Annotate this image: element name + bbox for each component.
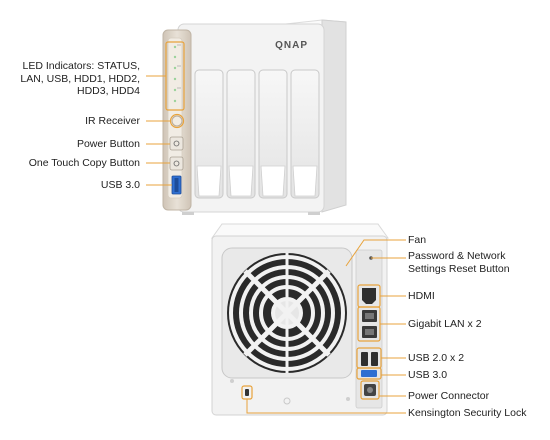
power-highlight: [360, 380, 380, 400]
hdmi-label: HDMI: [408, 290, 435, 302]
led-indicators-label: LED Indicators: STATUS, LAN, USB, HDD1, …: [0, 60, 140, 98]
power-button-label: Power Button: [76, 138, 140, 150]
drive-bays: [194, 69, 320, 199]
rear-usb3-port: [361, 370, 377, 377]
ir-highlight: [169, 113, 185, 129]
ir-receiver-label: IR Receiver: [85, 115, 140, 127]
kensington-lock-label: Kensington Security Lock: [408, 407, 527, 419]
reset-button-label: Password & Network Settings Reset Button: [408, 250, 548, 275]
usb2-port-2: [371, 352, 378, 366]
drive-bay-2: [226, 69, 256, 199]
fan-label: Fan: [408, 234, 427, 246]
drive-bay-4: [290, 69, 320, 199]
front-usb3-label: USB 3.0: [100, 179, 140, 191]
gigabit-lan-label: Gigabit LAN x 2: [408, 318, 482, 330]
brand-logo: QNAP: [275, 40, 308, 51]
power-button-shape: [169, 136, 184, 151]
usb2-port-1: [361, 352, 368, 366]
copy-button-label: One Touch Copy Button: [28, 157, 140, 169]
led-label-line-1: LED Indicators: STATUS,: [22, 60, 140, 72]
reset-label-line-2: Settings Reset Button: [408, 262, 510, 275]
power-connector-label: Power Connector: [408, 390, 490, 402]
ir-receiver: [171, 115, 183, 127]
rear-callouts: [246, 239, 406, 414]
drive-bay-3: [258, 69, 288, 199]
reset-label-line-1: Password & Network: [408, 250, 506, 262]
led-label-line-3: HDD3, HDD4: [76, 85, 140, 97]
led-indicators: [173, 44, 181, 103]
front-right-side: [321, 19, 347, 213]
usb2-label: USB 2.0 x 2: [408, 352, 465, 364]
usb3-highlight: [356, 367, 382, 380]
led-label-line-2: LAN, USB, HDD1, HDD2,: [20, 72, 140, 85]
kensington-slot: [245, 389, 249, 396]
front-unit: QNAP: [162, 19, 347, 215]
front-callouts: [146, 75, 172, 186]
copy-button-shape: [169, 156, 184, 171]
drive-bay-1: [194, 69, 224, 199]
rear-usb3-label: USB 3.0: [408, 369, 448, 381]
fan-grille: [227, 253, 347, 373]
hdmi-port: [362, 288, 376, 304]
